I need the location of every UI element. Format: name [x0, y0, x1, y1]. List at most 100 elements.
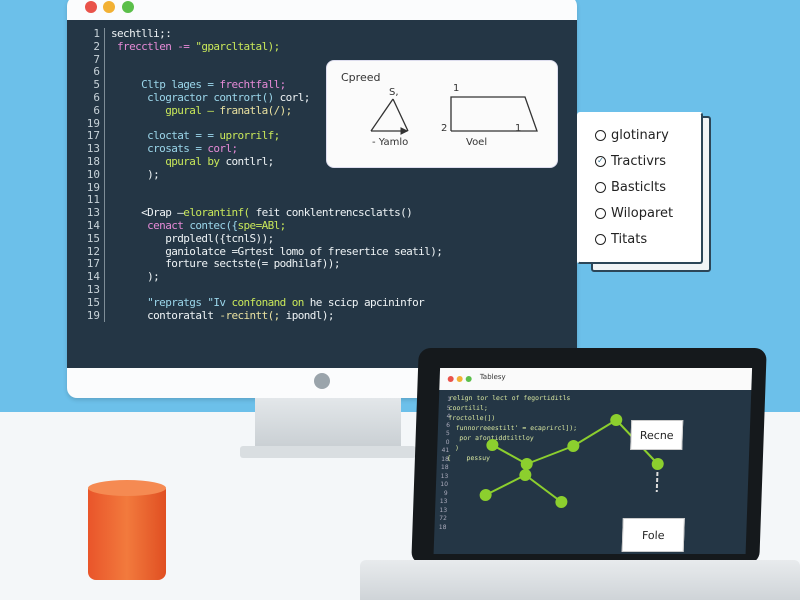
code-token: corl;: [207, 142, 238, 156]
checklist-item[interactable]: Basticlts: [595, 180, 666, 195]
code-line: 5 Cltp lages = frechtfall;: [79, 78, 442, 92]
diagram-title: Cpreed: [341, 71, 381, 84]
code-token: );: [147, 270, 160, 284]
code-token: contec({: [189, 218, 238, 232]
checklist-item[interactable]: Wiloparet: [595, 206, 673, 221]
code-line: 12 ganiolatce =Grtest lomo of fresertice…: [79, 244, 443, 259]
code-token: );: [147, 167, 160, 181]
minimize-window-dot[interactable]: [103, 1, 115, 13]
code-line: 7: [79, 53, 442, 67]
quad-top-label: 1: [453, 83, 460, 94]
code-token: uprorrilf;: [219, 129, 280, 143]
line-number: 15: [79, 296, 105, 310]
line-number: 7: [79, 53, 105, 67]
graph-node: [651, 458, 664, 470]
code-line: 17 cloctat = = uprorrilf;: [79, 129, 442, 144]
checklist-label: Tractivrs: [611, 154, 667, 169]
line-number: 13: [79, 206, 105, 220]
radio-circle-icon[interactable]: [595, 208, 606, 219]
code-token: ganiolatce =Grtest lomo of fresertice se…: [165, 244, 443, 258]
quadrilateral-shape: [450, 96, 538, 132]
code-token: -recintt(;: [219, 308, 280, 322]
triangle-label: - Yamlo: [372, 137, 409, 148]
line-number: 19: [79, 181, 105, 195]
line-number: 13: [79, 142, 105, 156]
graph-node: [479, 489, 492, 501]
code-token: corl;: [279, 90, 311, 104]
code-token: "repratgs "Iv: [147, 295, 232, 309]
code-token: clogractor contrort(): [147, 90, 280, 104]
checked-circle-icon[interactable]: ✓: [595, 156, 606, 167]
code-line: 6: [79, 66, 442, 80]
code-token: contoratalt: [147, 308, 220, 322]
code-line: 14 );: [79, 270, 442, 284]
line-number: 19: [79, 309, 105, 323]
code-line: 6 clogractor contrort() corl;: [79, 90, 442, 105]
line-number: 13: [79, 283, 105, 297]
code-token: he scicp apcininfor: [303, 295, 425, 309]
laptop-keyboard: [360, 560, 800, 600]
code-line: 13 crosats = corl;: [79, 142, 442, 156]
line-number: 17: [79, 258, 105, 272]
graph-node: [520, 458, 533, 470]
code-token: forture sectste(= podhilaf));: [165, 257, 340, 271]
line-number: 18: [79, 155, 105, 169]
graph-node: [555, 496, 568, 508]
line-number: 6: [79, 104, 105, 118]
checklist-item[interactable]: Titats: [595, 232, 647, 247]
radio-circle-icon[interactable]: [595, 130, 606, 141]
code-token: feit conklentrencsclatts(): [249, 206, 413, 220]
code-token: elorantinf(: [183, 206, 250, 220]
line-number: 2: [79, 40, 105, 54]
graph-edge: [572, 419, 617, 447]
checklist-item[interactable]: ✓ Tractivrs: [595, 154, 666, 169]
line-number: 6: [79, 91, 105, 105]
code-line: 17 forture sectste(= podhilaf));: [79, 257, 442, 272]
code-token: confonand on: [231, 295, 304, 309]
code-token: crosats =: [147, 142, 208, 156]
graph-edge: [485, 474, 526, 496]
code-line: 13: [79, 283, 442, 297]
line-number: 14: [79, 270, 105, 284]
radio-circle-icon[interactable]: [595, 182, 606, 193]
graph-node: [567, 440, 580, 452]
monitor-stand: [255, 398, 401, 448]
code-token: contlrl;: [225, 154, 274, 168]
checklist-label: Titats: [611, 232, 648, 247]
code-line: 19 contoratalt -recintt(; ipondl);: [79, 308, 442, 323]
checklist-label: Wiloparet: [611, 206, 674, 221]
line-number: 1: [79, 27, 105, 41]
code-line: 15 prdpledl({tcnlS));: [79, 232, 442, 246]
code-line: 11: [79, 194, 442, 208]
triangle-top-label: S,: [389, 87, 399, 98]
line-number: 14: [79, 219, 105, 233]
quad-label: Voel: [466, 137, 488, 148]
line-number: 19: [79, 117, 105, 131]
code-token: cloctat = =: [147, 129, 220, 143]
close-window-dot[interactable]: [85, 1, 97, 13]
code-line: 19: [79, 117, 442, 131]
code-token: <Drap –: [141, 206, 184, 220]
node-graph: [479, 414, 664, 508]
graph-edge: [526, 445, 574, 465]
graph-edge: [524, 474, 563, 503]
checklist-item[interactable]: glotinary: [595, 128, 669, 143]
code-token: gpural –: [165, 103, 220, 117]
code-token: spe=ABl;: [237, 218, 287, 232]
triangle-shape: [370, 98, 408, 131]
code-token: frecctlen -=: [117, 39, 196, 53]
line-number: 10: [79, 168, 105, 182]
orange-mug: [88, 486, 166, 580]
graph-edge: [491, 444, 528, 465]
code-line: 14 cenact contec({spe=ABl;: [79, 218, 442, 233]
logo-icon: [314, 373, 330, 389]
checklist-label: Basticlts: [611, 180, 666, 195]
maximize-window-dot[interactable]: [122, 1, 134, 13]
code-token: ipondl);: [279, 308, 335, 322]
graph-node: [519, 469, 532, 481]
radio-circle-icon[interactable]: [595, 234, 606, 245]
